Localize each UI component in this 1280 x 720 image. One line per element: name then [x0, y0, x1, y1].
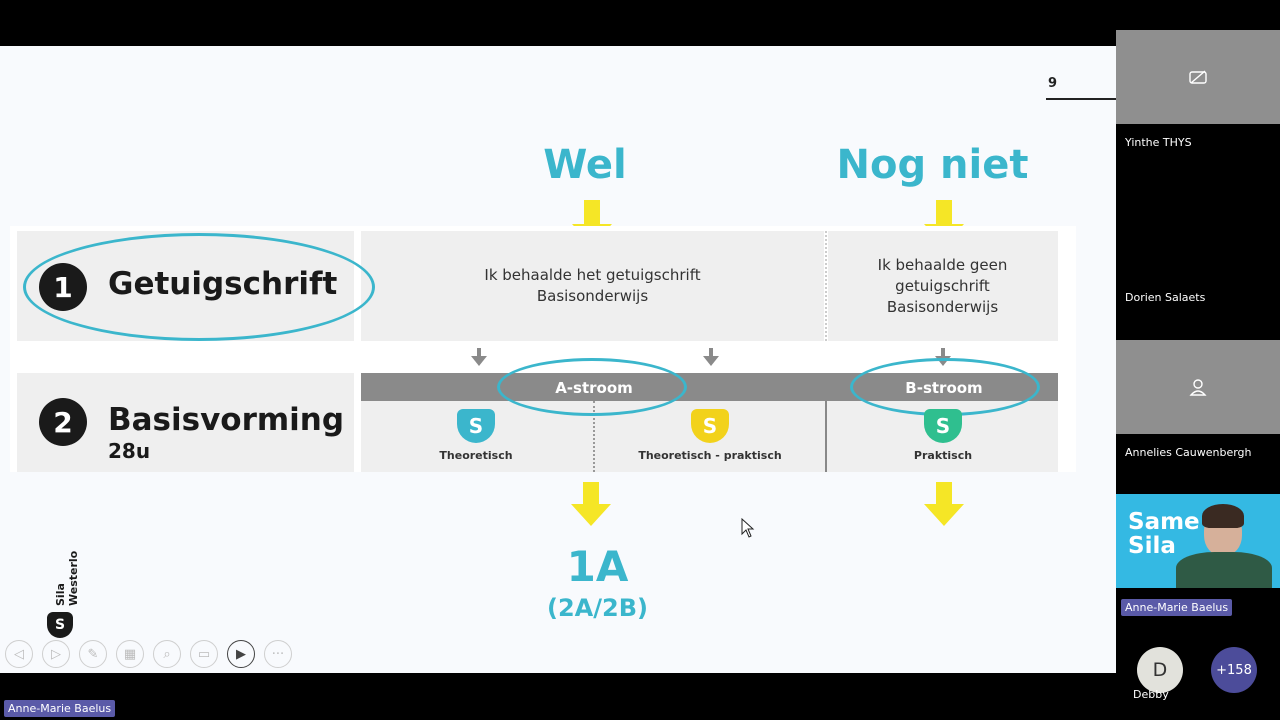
row1-label: Getuigschrift: [108, 266, 338, 302]
a-stroom-highlight-ellipse: [497, 358, 687, 416]
gray-arrow-2: [703, 348, 719, 366]
row1-nog-niet-cell: [828, 231, 1058, 341]
user-icon: [1189, 379, 1207, 396]
page-number: 9: [1048, 76, 1058, 91]
avatar-debby[interactable]: D: [1137, 647, 1183, 693]
speaker-hair: [1202, 504, 1244, 528]
video-background-text: Same Sila: [1128, 509, 1200, 559]
participant-tile-annelies[interactable]: [1116, 340, 1280, 434]
getuigschrift-highlight-ellipse: [23, 233, 375, 341]
next-slide-button[interactable]: ▷: [42, 640, 70, 668]
heading-nog-niet: Nog niet: [836, 142, 1029, 188]
video-button[interactable]: ▶: [227, 640, 255, 668]
pen-button[interactable]: ✎: [79, 640, 107, 668]
zoom-button[interactable]: ⌕: [153, 640, 181, 668]
yellow-arrow-result-a: [571, 482, 611, 526]
subtitles-button[interactable]: ▭: [190, 640, 218, 668]
option-theoretisch: Theoretisch: [439, 449, 513, 462]
slide-controls: ◁ ▷ ✎ ▦ ⌕ ▭ ▶ ···: [5, 640, 292, 668]
a-stroom-label: A-stroom: [555, 379, 633, 397]
yellow-arrow-result-b: [924, 482, 964, 526]
participant-name-yinthe: Yinthe THYS: [1125, 136, 1192, 149]
avatar-name-debby: Debby: [1133, 688, 1169, 701]
more-options-button[interactable]: ···: [264, 640, 292, 668]
participant-tile-yinthe[interactable]: [1116, 30, 1280, 124]
row2-label: Basisvorming: [108, 402, 345, 438]
gray-arrow-1: [471, 348, 487, 366]
shield-theoretisch-praktisch-icon: S: [691, 409, 729, 443]
speaker-name-badge: Anne-Marie Baelus: [4, 700, 116, 717]
b-stroom-label: B-stroom: [905, 379, 983, 397]
row1-wel-cell: [361, 231, 824, 341]
result-2a-2b: (2A/2B): [547, 594, 648, 622]
mouse-cursor-icon: [741, 518, 755, 538]
shield-theoretisch-icon: S: [457, 409, 495, 443]
brand-name: Sila Westerlo: [54, 550, 80, 606]
row1-nog-niet-text: Ik behaalde geen getuigschrift Basisonde…: [877, 255, 1008, 316]
participant-name-annelies: Annelies Cauwenbergh: [1125, 446, 1252, 459]
result-1a: 1A: [566, 542, 629, 591]
camera-off-icon: [1189, 70, 1207, 84]
row1-divider: [825, 231, 827, 341]
heading-wel: Wel: [543, 142, 627, 188]
presentation-slide: 9 Wel Nog niet 1 Getuigschrift Ik behaal…: [0, 46, 1116, 673]
shield-praktisch-icon: S: [924, 409, 962, 443]
more-participants-button[interactable]: +158: [1211, 647, 1257, 693]
row2-sublabel: 28u: [108, 439, 151, 463]
brand-shield-icon: S: [47, 612, 73, 638]
prev-slide-button[interactable]: ◁: [5, 640, 33, 668]
row2-dotted-divider: [593, 401, 595, 472]
grid-button[interactable]: ▦: [116, 640, 144, 668]
row1-wel-text: Ik behaalde het getuigschrift Basisonder…: [484, 266, 701, 305]
row1-number: 1: [39, 263, 87, 311]
row2-solid-divider: [825, 401, 827, 472]
row2-number: 2: [39, 398, 87, 446]
participant-video-anne-marie[interactable]: Same Sila: [1116, 494, 1280, 588]
participant-name-anne-marie: Anne-Marie Baelus: [1121, 599, 1233, 616]
participant-name-dorien: Dorien Salaets: [1125, 291, 1206, 304]
page-number-underline: [1046, 98, 1116, 100]
speaker-body: [1176, 552, 1272, 588]
option-praktisch: Praktisch: [913, 449, 973, 462]
option-theoretisch-praktisch: Theoretisch - praktisch: [638, 449, 782, 462]
